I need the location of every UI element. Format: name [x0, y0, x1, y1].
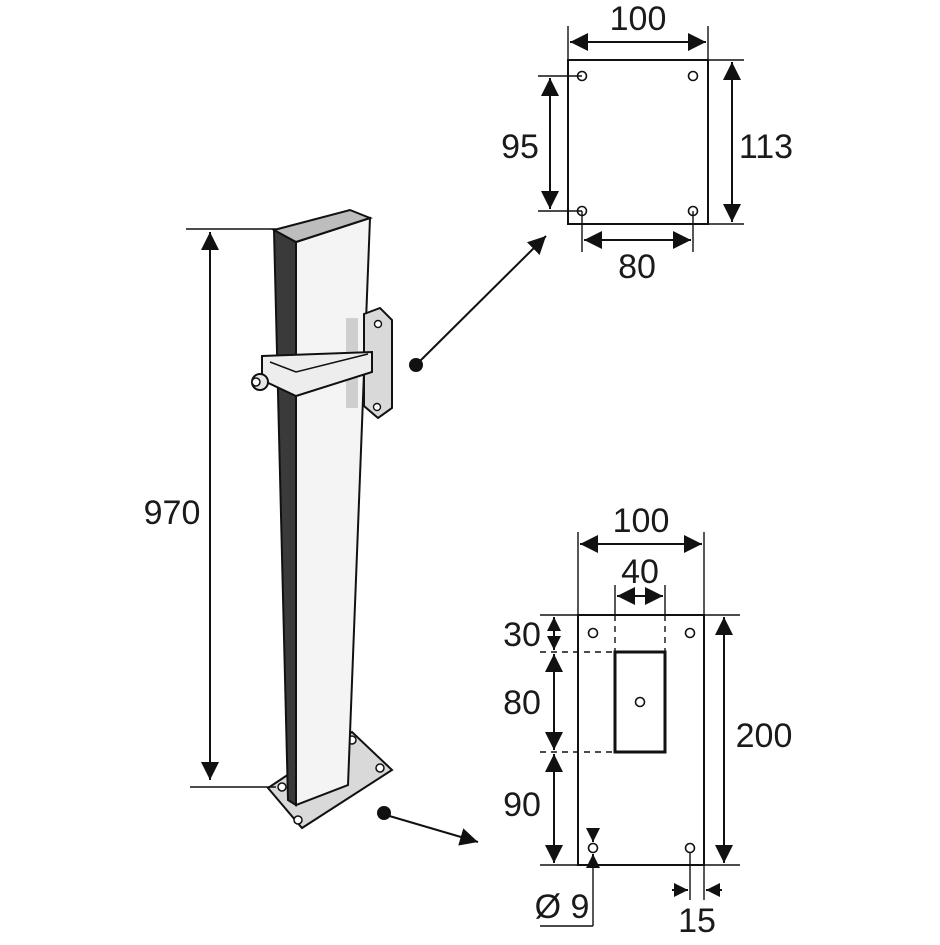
base-plate-slot-width-label: 40 — [621, 553, 659, 591]
base-plate-detail: 100 40 30 80 90 200 Ø 9 15 — [503, 502, 792, 940]
callout-top — [409, 235, 547, 372]
base-plate-bolt-icon — [277, 782, 287, 792]
bracket-bolt-icon — [373, 319, 383, 329]
top-plate-height-label: 113 — [739, 128, 793, 166]
post-height-label: 970 — [144, 494, 201, 532]
callout-arrow — [385, 814, 479, 846]
callout-bottom — [377, 806, 479, 846]
top-plate-outline — [567, 59, 709, 225]
post-front-face — [295, 216, 372, 807]
post-top-face — [271, 208, 373, 244]
slot-hole-icon — [634, 696, 646, 708]
post-bracket-plate — [363, 306, 393, 420]
top-plate-hole-spacing-vertical-label: 95 — [501, 128, 539, 166]
plate-hole-icon — [587, 627, 599, 639]
top-plate-width-label: 100 — [610, 0, 667, 38]
plate-hole-icon — [684, 627, 696, 639]
top-plate-hole-spacing-horizontal-label: 80 — [618, 248, 656, 286]
base-plate-height-label: 200 — [736, 717, 793, 755]
post-height-dimension: 970 — [140, 228, 276, 788]
base-plate-bolt-icon — [293, 815, 303, 825]
post-illustration — [251, 208, 394, 830]
callout-dot-icon — [377, 806, 391, 820]
clamp-strap-edge — [269, 353, 369, 373]
base-plate-bottom-offset-label: 90 — [503, 786, 541, 824]
base-plate-top-offset-label: 30 — [503, 616, 541, 654]
base-plate-hole-diameter-label: Ø 9 — [535, 888, 590, 926]
plate-hole-icon — [687, 70, 699, 82]
post-side-face — [272, 228, 297, 807]
callout-arrow — [417, 235, 547, 364]
label-backdrop — [140, 490, 206, 530]
base-plate-slot-height-label: 80 — [503, 684, 541, 722]
top-plate-detail: 100 95 113 80 — [501, 0, 793, 286]
plate-hole-icon — [587, 842, 599, 854]
clamp-knob-cap-icon — [251, 377, 261, 387]
base-plate-outline — [577, 614, 705, 866]
base-plate-bolt-icon — [375, 763, 385, 773]
bracket-bolt-icon — [372, 402, 382, 412]
plate-hole-icon — [684, 842, 696, 854]
base-plate-edge-offset-label: 15 — [678, 902, 716, 940]
base-plate-width-label: 100 — [613, 502, 670, 540]
